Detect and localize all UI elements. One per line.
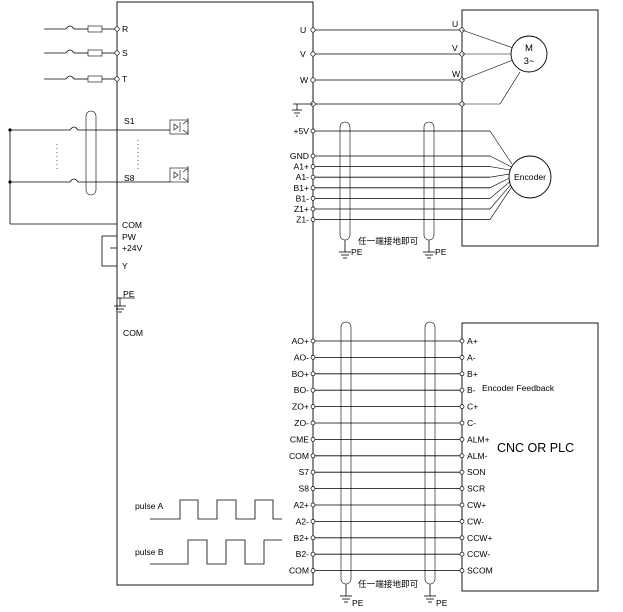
pulse-waveform-a bbox=[150, 499, 282, 520]
controller-signal-pin-2: B+ bbox=[467, 369, 478, 379]
pulse-label-a: pulse A bbox=[135, 501, 163, 511]
switch-label-s8: S8 bbox=[124, 173, 135, 183]
drive-terminal-w: W bbox=[300, 75, 309, 85]
power-label-s: S bbox=[122, 48, 128, 58]
switch-label-s1: S1 bbox=[124, 116, 135, 126]
controller-signal-pin-13: CCW- bbox=[467, 549, 490, 559]
controller-box bbox=[461, 322, 599, 592]
drive-signal-pin-3: BO- bbox=[294, 385, 309, 395]
power-pin-group: COM PW +24V Y bbox=[101, 220, 143, 271]
drive-signal-pin-13: B2- bbox=[296, 549, 310, 559]
pin-label-24v: +24V bbox=[122, 243, 143, 253]
drive-signal-pin-4: ZO+ bbox=[292, 402, 309, 412]
drive-signal-pin-9: S8 bbox=[298, 484, 309, 494]
motor-group: U U V V W W M 3~ bbox=[292, 19, 548, 117]
encoder-shield-group: 任一端接地即可 PE PE bbox=[339, 121, 447, 259]
encoder-pin-3: A1- bbox=[296, 172, 310, 182]
drive-signal-pin-10: A2+ bbox=[293, 500, 309, 510]
power-input-group: R S T bbox=[44, 24, 128, 84]
drive-signal-pin-2: BO+ bbox=[292, 369, 309, 379]
drive-signal-pin-14: COM bbox=[289, 566, 309, 576]
encoder-pin-0: +5V bbox=[293, 126, 309, 136]
motor-terminal-w: W bbox=[452, 69, 461, 79]
opto-s8 bbox=[169, 166, 189, 183]
controller-signal-pin-7: ALM- bbox=[467, 451, 488, 461]
switch-group: S1 S8 bbox=[8, 110, 189, 225]
encoder-shield-note: 任一端接地即可 bbox=[358, 235, 419, 246]
power-label-t: T bbox=[122, 74, 128, 84]
encoder-pe-right: PE bbox=[423, 240, 447, 259]
controller-label: CNC OR PLC bbox=[497, 441, 574, 455]
encoder-pin-6: Z1+ bbox=[294, 204, 309, 214]
drive-signal-pin-11: A2- bbox=[296, 516, 310, 526]
controller-signal-pin-0: A+ bbox=[467, 336, 478, 346]
feedback-pe-left: PE bbox=[340, 584, 364, 608]
motor-label-phase: 3~ bbox=[524, 56, 535, 67]
encoder-feedback-label: Encoder Feedback bbox=[482, 383, 555, 393]
switch-bundle-ellipse bbox=[85, 110, 97, 196]
encoder-pin-2: A1+ bbox=[293, 162, 309, 172]
encoder-label: Encoder bbox=[514, 172, 546, 182]
fuse-t bbox=[87, 75, 103, 83]
drive-signal-pin-12: B2+ bbox=[293, 533, 309, 543]
power-label-r: R bbox=[122, 24, 128, 34]
encoder-symbol bbox=[508, 155, 552, 199]
feedback-shield-note: 任一端接地即可 bbox=[358, 578, 419, 589]
pulse-group: pulse A pulse B bbox=[135, 499, 282, 565]
feedback-pe-right: PE bbox=[424, 584, 448, 608]
encoder-pin-4: B1+ bbox=[293, 183, 309, 193]
controller-signal-pin-4: C+ bbox=[467, 402, 478, 412]
drive-signal-pin-7: COM bbox=[289, 451, 309, 461]
opto-s1 bbox=[169, 118, 189, 135]
encoder-pe-left: PE bbox=[339, 240, 363, 259]
feedback-group: AO+ A+ AO- A- BO+ B+ BO- B- ZO+ C+ ZO- C- CME ALM+ COM… bbox=[289, 321, 493, 608]
encoder-pe-label-right: PE bbox=[435, 247, 447, 257]
controller-signal-pin-6: ALM+ bbox=[467, 434, 490, 444]
controller-signal-pin-3: B- bbox=[467, 385, 476, 395]
controller-signal-pin-9: SCR bbox=[467, 484, 485, 494]
encoder-pin-1: GND bbox=[290, 151, 309, 161]
pulse-waveform-b bbox=[150, 539, 282, 565]
drive-terminal-u: U bbox=[300, 25, 306, 35]
controller-signal-pin-1: A- bbox=[467, 352, 476, 362]
drive-signal-pin-0: AO+ bbox=[292, 336, 309, 346]
controller-signal-pin-5: C- bbox=[467, 418, 476, 428]
controller-signal-pin-14: SCOM bbox=[467, 566, 493, 576]
controller-signal-pin-8: SON bbox=[467, 467, 486, 477]
drive-terminal-v: V bbox=[300, 49, 306, 59]
feedback-pe-label-left: PE bbox=[352, 598, 364, 608]
pe-label: PE bbox=[123, 289, 135, 299]
controller-signal-pin-11: CW- bbox=[467, 516, 484, 526]
drive-signal-pin-6: CME bbox=[290, 434, 309, 444]
drive-box bbox=[116, 1, 314, 586]
pin-label-com: COM bbox=[122, 220, 142, 230]
fuse-s bbox=[87, 49, 103, 57]
motor-terminal-u: U bbox=[452, 19, 458, 29]
drive-signal-pin-8: S7 bbox=[298, 467, 309, 477]
drive-signal-pin-1: AO- bbox=[294, 352, 309, 362]
motor-label-m: M bbox=[525, 43, 533, 54]
pulse-label-b: pulse B bbox=[135, 547, 164, 557]
controller-signal-pin-10: CW+ bbox=[467, 500, 486, 510]
pin-label-y: Y bbox=[122, 261, 128, 271]
motor-symbol bbox=[510, 35, 548, 73]
encoder-pin-7: Z1- bbox=[296, 215, 309, 225]
motor-terminal-v: V bbox=[452, 43, 458, 53]
feedback-pe-label-right: PE bbox=[436, 598, 448, 608]
drive-signal-pin-5: ZO- bbox=[294, 418, 309, 428]
com-label: COM bbox=[123, 328, 143, 338]
pin-label-pw: PW bbox=[122, 232, 137, 242]
fuse-r bbox=[87, 25, 103, 33]
encoder-pe-label-left: PE bbox=[351, 247, 363, 257]
controller-signal-pin-12: CCW+ bbox=[467, 533, 493, 543]
encoder-pin-5: B1- bbox=[296, 193, 310, 203]
pe-ground: PE bbox=[114, 289, 135, 313]
